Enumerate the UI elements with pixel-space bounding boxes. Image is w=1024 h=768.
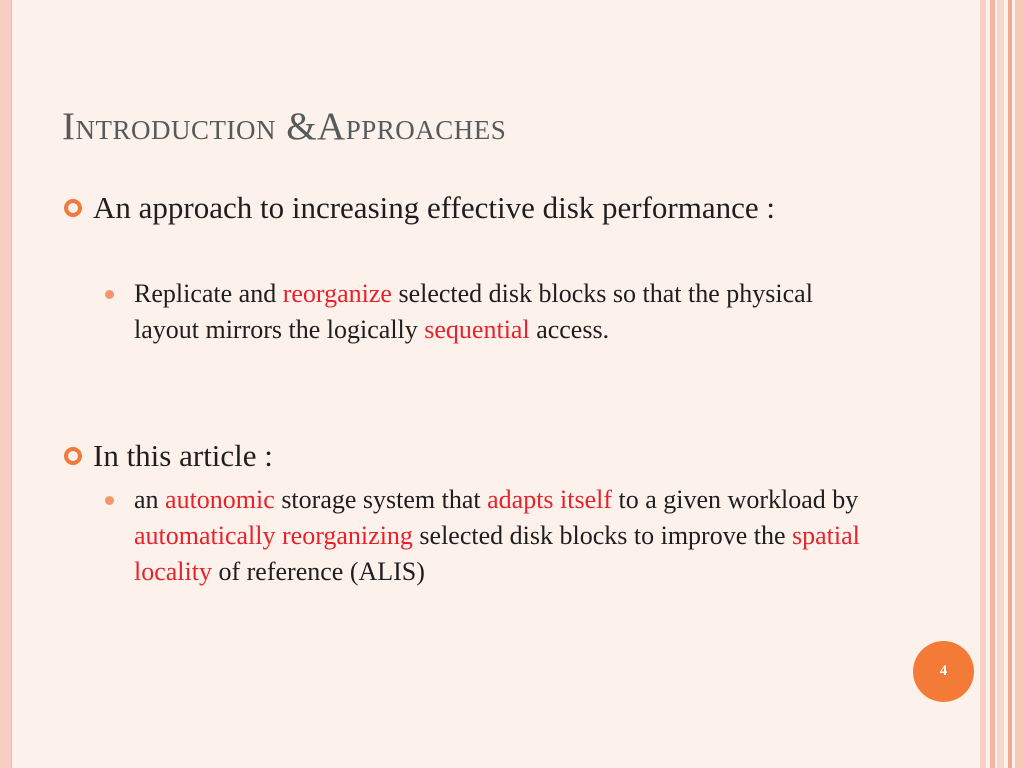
bullet-text: An approach to increasing effective disk…: [93, 190, 775, 225]
dot-bullet-icon: [105, 496, 114, 505]
highlight-text: sequential: [424, 315, 530, 344]
highlight-text: spatial locality: [134, 521, 860, 586]
highlight-text: autonomic: [165, 485, 275, 514]
right-border-decoration: [980, 0, 1024, 768]
dot-bullet-icon: [105, 290, 114, 299]
bullet-text: In this article :: [93, 438, 273, 473]
page-number-badge: 4: [913, 641, 974, 702]
highlight-text: automatically reorganizing: [134, 521, 413, 550]
slide-title: Introduction &Approaches: [62, 105, 507, 148]
highlight-text: reorganize: [282, 279, 392, 308]
ring-bullet-icon: [64, 199, 82, 217]
highlight-text: adapts itself: [487, 485, 613, 514]
sub-bullet-text: an autonomic storage system that adapts …: [134, 485, 860, 586]
left-border-decoration: [0, 0, 12, 768]
sub-bullet-text: Replicate and reorganize selected disk b…: [134, 279, 813, 344]
ring-bullet-icon: [64, 447, 82, 465]
